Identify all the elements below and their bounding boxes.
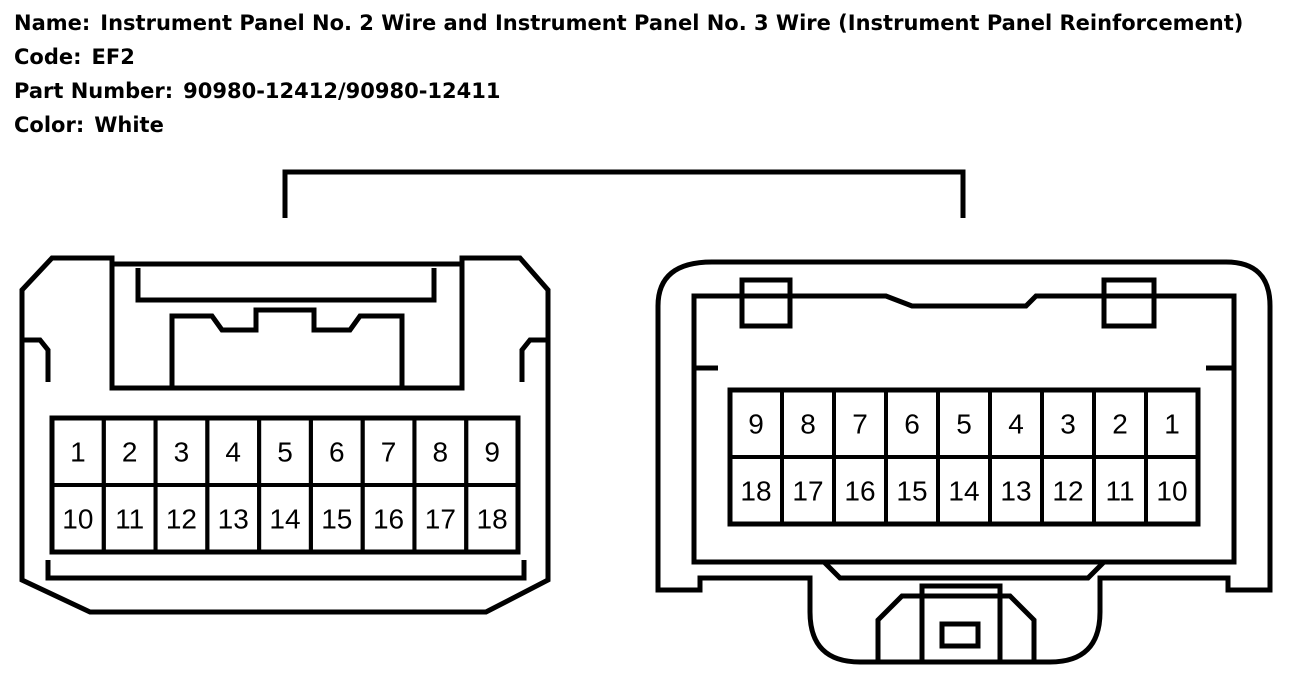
right-pin-number: 8 — [800, 409, 816, 440]
left-pin-number: 16 — [373, 504, 404, 535]
left-pin-number: 5 — [277, 437, 293, 468]
right-pin-number: 7 — [852, 409, 868, 440]
left-pin-number: 4 — [225, 437, 241, 468]
right-lock-button-window — [939, 621, 981, 649]
left-pin-number: 17 — [425, 504, 456, 535]
right-pin-number: 15 — [896, 476, 927, 507]
right-pin-number: 17 — [792, 476, 823, 507]
left-pin-number: 2 — [122, 437, 138, 468]
left-pin-number: 12 — [166, 504, 197, 535]
left-pin-number: 14 — [269, 504, 300, 535]
left-pin-number: 11 — [115, 504, 144, 535]
color-value: White — [94, 113, 164, 137]
right-connector-housing — [655, 259, 1273, 665]
right-pin-number: 18 — [740, 476, 771, 507]
right-pin-number: 4 — [1008, 409, 1024, 440]
left-connector-housing — [19, 255, 551, 615]
right-latch-slot-left — [739, 277, 793, 329]
left-pin-number: 10 — [62, 504, 93, 535]
right-latch-slot-right — [1101, 277, 1157, 329]
connector-info-header: Name: Instrument Panel No. 2 Wire and Ins… — [14, 6, 1243, 142]
right-pin-number: 9 — [748, 409, 764, 440]
right-pin-number: 11 — [1105, 476, 1134, 507]
right-pin-number: 3 — [1060, 409, 1076, 440]
left-lock-outer — [109, 264, 465, 391]
code-value: EF2 — [91, 45, 135, 69]
right-pin-cavity — [1144, 455, 1200, 526]
left-lock-tab — [169, 307, 405, 388]
part-number-line: Part Number: 90980-12412/90980-12411 — [14, 74, 1243, 108]
code-label: Code: — [14, 45, 82, 69]
left-pin-number: 8 — [433, 437, 449, 468]
right-pin-number: 5 — [956, 409, 972, 440]
right-lock-button — [919, 583, 1003, 662]
left-pin-number: 1 — [70, 437, 86, 468]
left-pin-number: 18 — [477, 504, 508, 535]
part-number-value: 90980-12412/90980-12411 — [183, 79, 501, 103]
left-pin-number: 7 — [381, 437, 397, 468]
right-pin-number: 14 — [948, 476, 979, 507]
left-pin-number: 13 — [218, 504, 249, 535]
right-pin-number: 6 — [904, 409, 920, 440]
left-pin-number: 6 — [329, 437, 345, 468]
right-pin-number: 12 — [1052, 476, 1083, 507]
right-pin-grid: 9 8 7 6 5 4 3 2 1 18 17 16 15 14 13 12 11 10 — [727, 387, 1201, 527]
left-pin-number: 3 — [174, 437, 190, 468]
name-line: Name: Instrument Panel No. 2 Wire and Ins… — [14, 6, 1243, 40]
right-pin-number: 13 — [1000, 476, 1031, 507]
part-number-label: Part Number: — [14, 79, 174, 103]
name-value: Instrument Panel No. 2 Wire and Instrume… — [100, 11, 1244, 35]
left-pin-number: 9 — [484, 437, 500, 468]
right-housing-outline — [655, 259, 1273, 665]
left-housing-shoulder-left — [22, 337, 51, 382]
right-housing-inner-wall — [691, 293, 1237, 565]
right-lock-lever — [875, 593, 1037, 662]
right-lower-guide — [822, 560, 1106, 581]
left-housing-shoulder-right — [519, 337, 548, 382]
right-pin-number: 10 — [1156, 476, 1187, 507]
left-pin-cavity — [464, 483, 521, 554]
code-line: Code: EF2 — [14, 40, 1243, 74]
right-pin-number: 16 — [844, 476, 875, 507]
left-pin-number: 15 — [321, 504, 352, 535]
name-label: Name: — [14, 11, 91, 35]
mating-bracket — [282, 169, 966, 218]
color-label: Color: — [14, 113, 85, 137]
right-pin-number: 2 — [1112, 409, 1128, 440]
color-line: Color: White — [14, 108, 1243, 142]
left-housing-bottom-rail — [45, 560, 527, 581]
right-pin-number: 1 — [1164, 409, 1180, 440]
left-lock-inner — [135, 268, 437, 303]
